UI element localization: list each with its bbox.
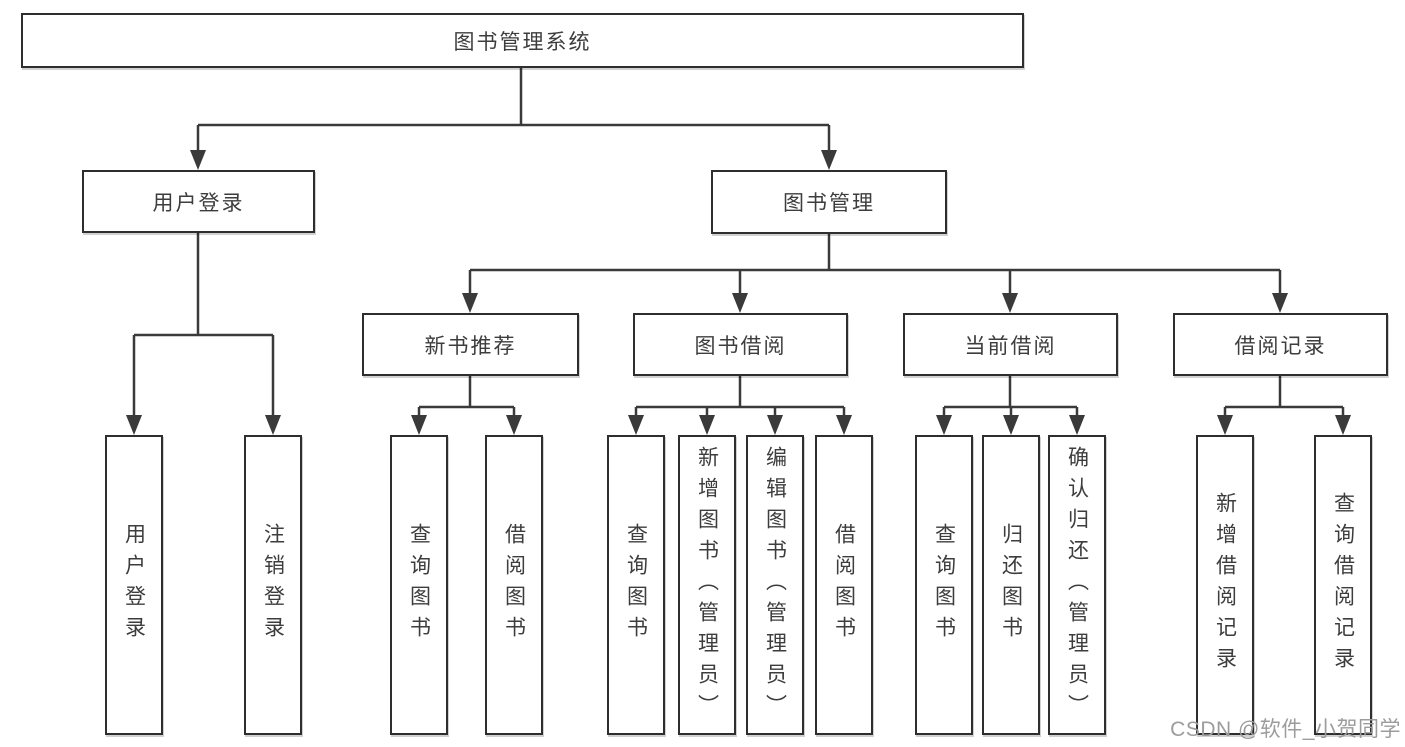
node-library-system: 图书管理系统 (21, 13, 1024, 68)
csdn-watermark: CSDN @软件_小贺同学 (1170, 718, 1401, 741)
node-label: 查询图书 (407, 523, 431, 647)
leaf-add-book-admin: 新增图书（管理员） (678, 435, 736, 735)
node-label: 图书管理 (783, 192, 875, 215)
node-user-login: 用户登录 (82, 170, 315, 233)
leaf-borrow-book-borrow: 借阅图书 (815, 435, 873, 735)
node-book-management: 图书管理 (711, 170, 947, 234)
node-label: 借阅图书 (832, 523, 856, 647)
leaf-user-login: 用户登录 (105, 435, 163, 735)
node-label: 新增图书（管理员） (695, 445, 719, 725)
node-label: 图书借阅 (694, 334, 787, 358)
node-label: 借阅记录 (1234, 334, 1327, 358)
leaf-query-book-borrow: 查询图书 (607, 435, 665, 735)
leaf-logout-login: 注销登录 (244, 435, 302, 735)
leaf-query-book-current: 查询图书 (915, 435, 973, 735)
node-label: 新书推荐 (424, 334, 517, 358)
node-book-borrowing: 图书借阅 (633, 313, 848, 376)
node-label: 查询图书 (624, 523, 648, 647)
node-label: 注销登录 (261, 523, 285, 647)
node-label: 归还图书 (999, 523, 1023, 647)
node-new-book-recommendation: 新书推荐 (362, 313, 579, 376)
node-label: 查询借阅记录 (1331, 492, 1355, 678)
node-label: 确认归还（管理员） (1065, 445, 1089, 725)
node-label: 新增借阅记录 (1213, 492, 1237, 678)
node-label: 编辑图书（管理员） (763, 445, 787, 725)
node-label: 查询图书 (932, 523, 956, 647)
node-label: 当前借阅 (964, 334, 1057, 358)
leaf-edit-book-admin: 编辑图书（管理员） (746, 435, 804, 735)
leaf-return-book: 归还图书 (982, 435, 1040, 735)
leaf-borrow-book-recommend: 借阅图书 (485, 435, 543, 735)
node-label: 用户登录 (122, 523, 146, 647)
leaf-add-borrow-record: 新增借阅记录 (1196, 435, 1254, 735)
node-label: 借阅图书 (502, 523, 526, 647)
leaf-confirm-return-admin: 确认归还（管理员） (1048, 435, 1106, 735)
node-label: 用户登录 (152, 191, 245, 215)
node-borrowing-records: 借阅记录 (1173, 313, 1388, 376)
leaf-query-borrow-record: 查询借阅记录 (1314, 435, 1372, 735)
leaf-query-book-recommend: 查询图书 (390, 435, 448, 735)
node-current-borrowing: 当前借阅 (903, 313, 1118, 376)
node-label: 图书管理系统 (453, 30, 592, 54)
